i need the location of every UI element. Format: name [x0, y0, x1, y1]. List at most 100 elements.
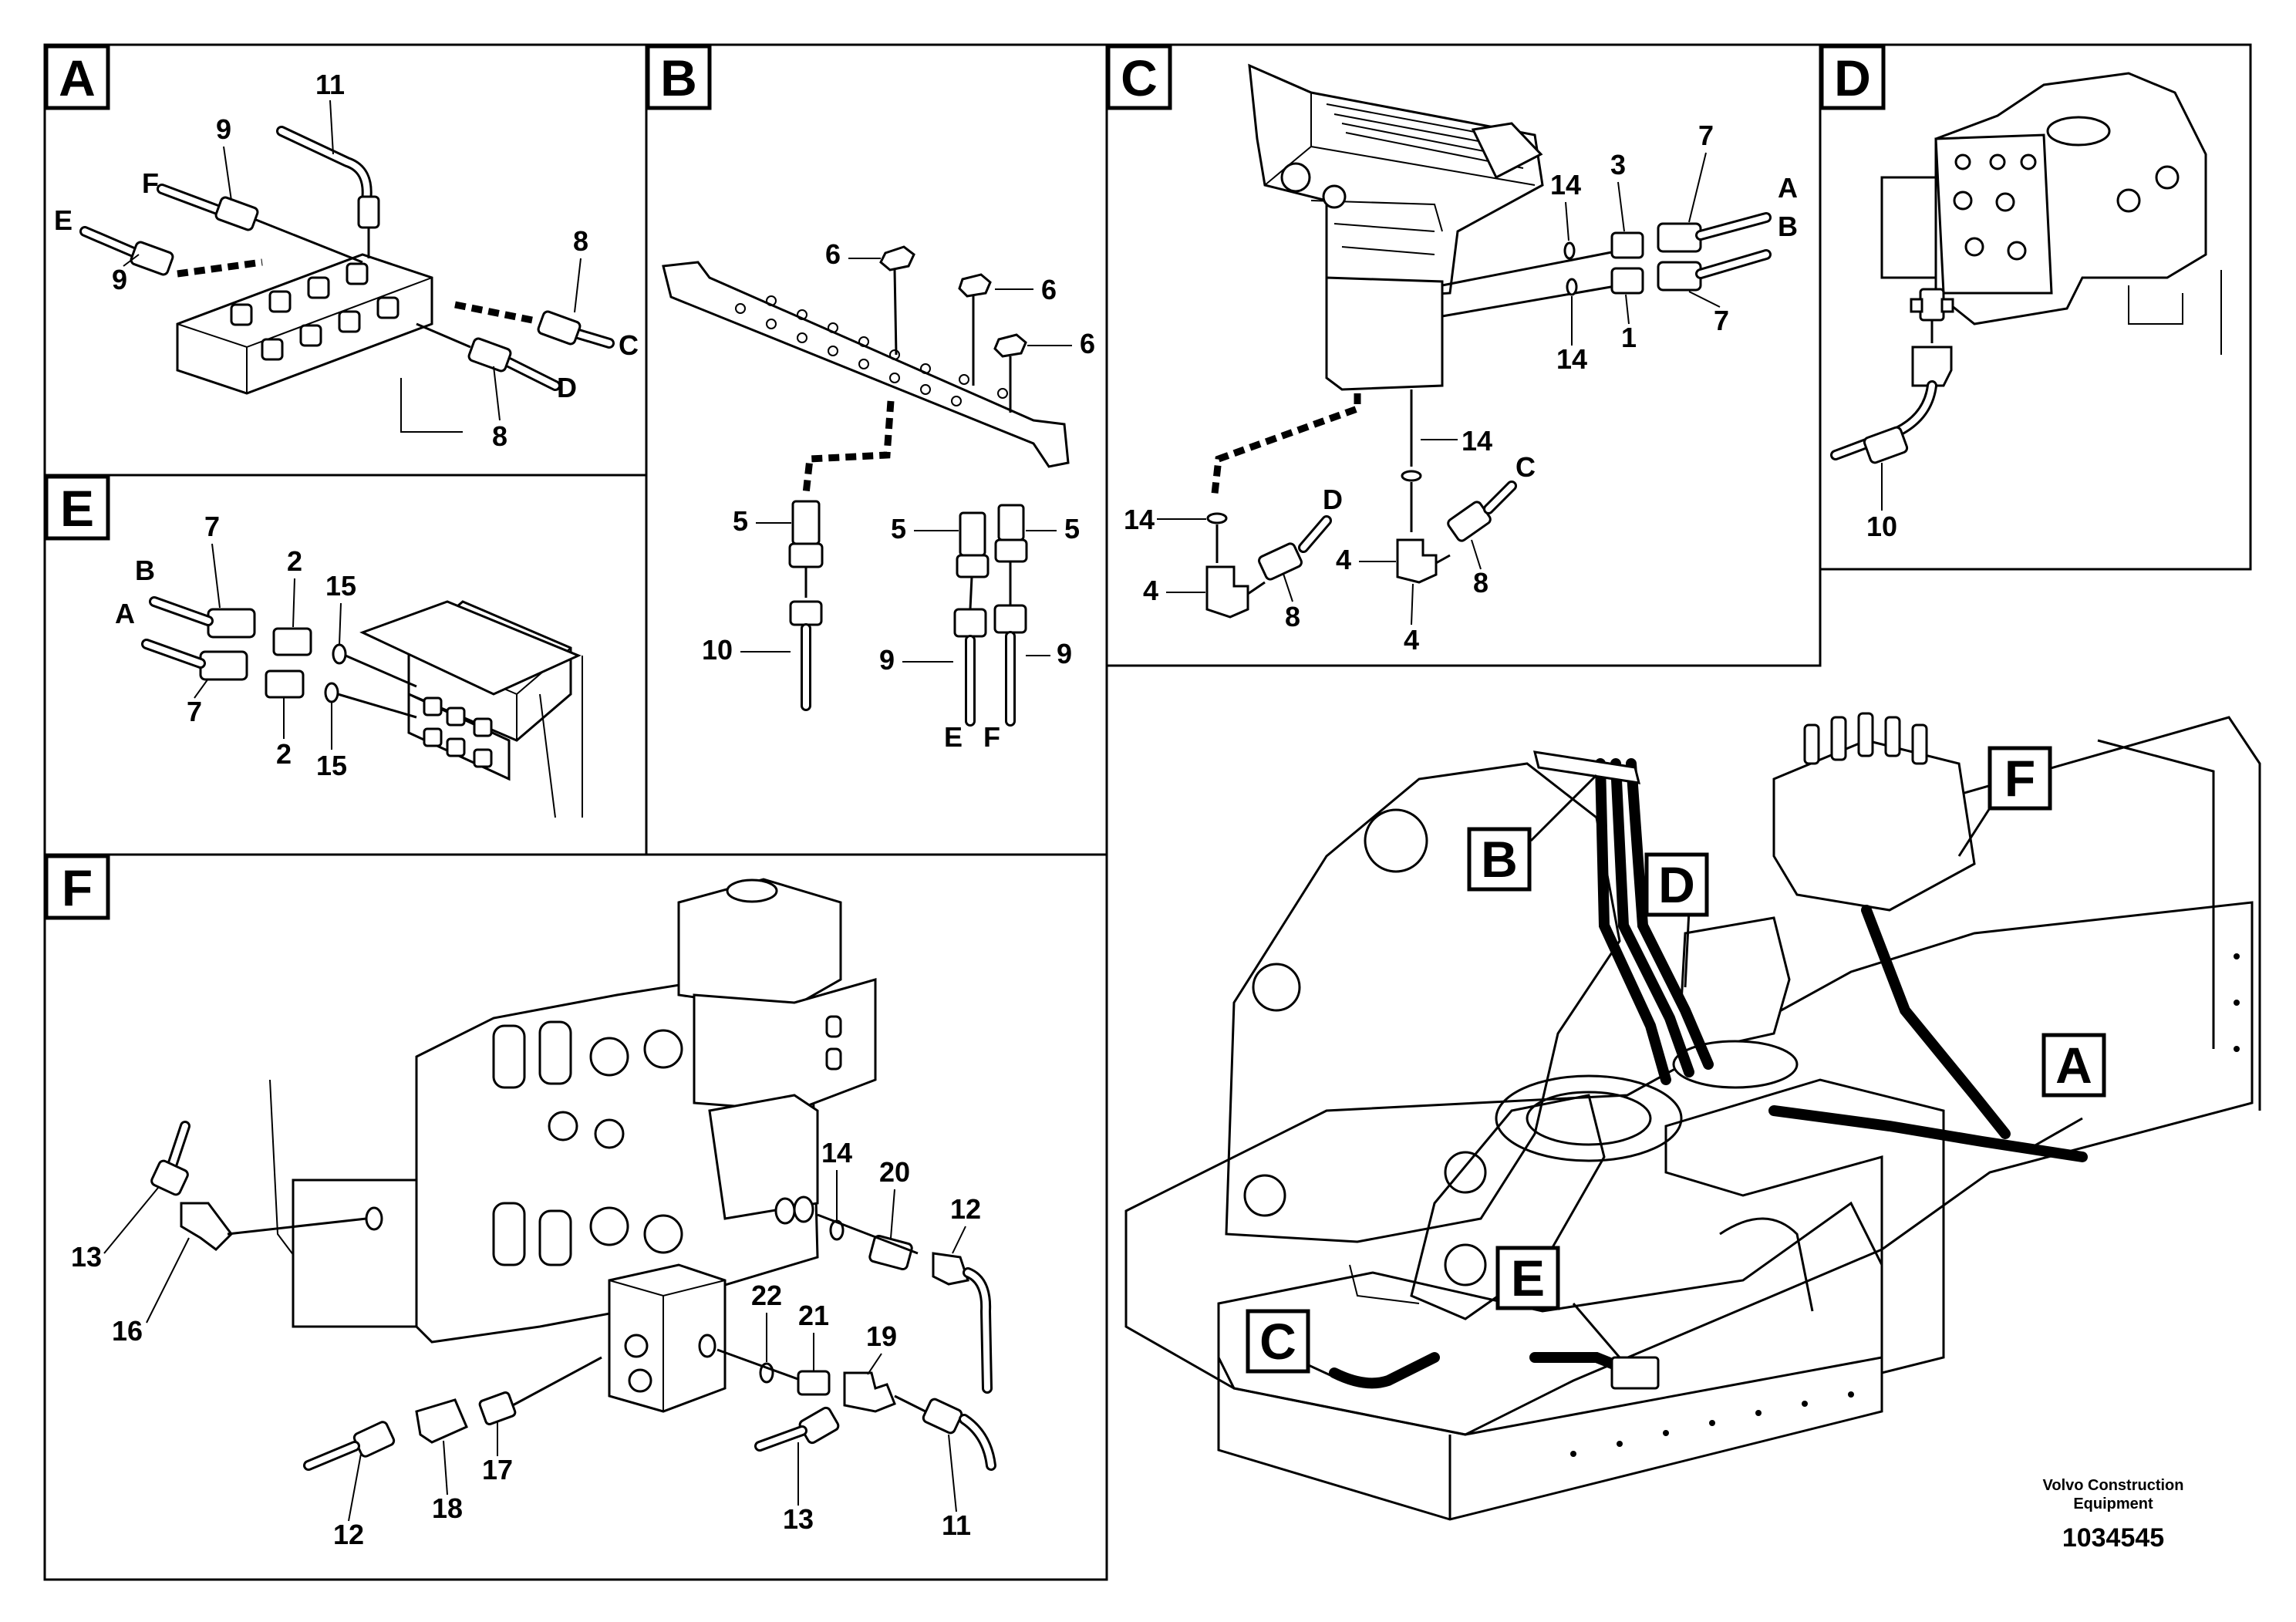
panel-tag-a-text: A — [59, 49, 96, 106]
panel-b-label-5a: 5 — [733, 505, 748, 537]
overview-callout-f-text: F — [2004, 750, 2035, 807]
panel-b-label-9a: 9 — [879, 644, 895, 676]
panel-d-labels: 10 — [1866, 463, 1897, 542]
panel-a-label-9-top: 9 — [216, 113, 231, 145]
panel-c-label-1: 1 — [1621, 322, 1637, 353]
panel-a-label-e: E — [54, 204, 72, 236]
panel-c-label-d: D — [1323, 484, 1343, 515]
overview-callout-a-text: A — [2055, 1037, 2092, 1094]
panel-tag-e-text: E — [60, 480, 94, 537]
panel-c-label-4b: 4 — [1336, 544, 1351, 575]
panel-f-label-21: 21 — [798, 1300, 829, 1331]
panel-tag-d: D — [1819, 44, 1886, 110]
panel-tag-e: E — [44, 474, 110, 541]
overview-callout-c: C — [1246, 1309, 1310, 1374]
overview-callout-f: F — [1988, 746, 2052, 811]
panel-d-drawing — [1830, 72, 2222, 464]
panel-frames — [43, 43, 2252, 1581]
panel-f-label-16: 16 — [112, 1315, 143, 1347]
panel-f-label-22: 22 — [751, 1280, 782, 1311]
overview-callout-e: E — [1495, 1246, 1560, 1310]
panel-c-label-14a: 14 — [1550, 169, 1581, 201]
panel-c-label-14b: 14 — [1556, 343, 1587, 375]
panel-tag-f-text: F — [62, 859, 93, 916]
panel-b-label-5b: 5 — [891, 513, 906, 545]
panel-c-label-b: B — [1778, 211, 1798, 242]
panel-c-labels: 14 3 7 A B 7 1 14 14 14 D C 4 8 4 8 4 — [1124, 120, 1798, 656]
footer-company-line2: Equipment — [2073, 1496, 2153, 1512]
panel-f-label-20: 20 — [879, 1156, 910, 1188]
panel-e-label-2a: 2 — [287, 545, 302, 577]
panel-d-label-10: 10 — [1866, 511, 1897, 542]
overview-callout-b: B — [1467, 827, 1532, 892]
panel-f-label-13b: 13 — [783, 1503, 814, 1535]
panel-tag-c-text: C — [1121, 49, 1158, 106]
panel-c-label-4a: 4 — [1143, 575, 1158, 606]
panel-c-label-7a: 7 — [1698, 120, 1714, 151]
panel-e-label-a: A — [115, 598, 135, 629]
panel-f-labels: 14 20 12 13 16 22 21 19 17 18 12 13 11 — [71, 1137, 981, 1550]
panel-a-drawing — [79, 126, 615, 433]
panel-tag-b: B — [646, 44, 712, 110]
panel-tag-a: A — [44, 44, 110, 110]
panel-f-label-12a: 12 — [950, 1193, 981, 1225]
panel-b-label-10: 10 — [702, 634, 733, 666]
panel-b-labels: 6 6 6 5 5 5 10 9 9 E F — [702, 238, 1095, 753]
panel-e-drawing — [141, 596, 583, 818]
panel-a-labels: 11 9 F E 9 8 C D 8 — [54, 69, 639, 452]
panel-tag-d-text: D — [1834, 49, 1871, 106]
panel-f-label-17: 17 — [482, 1454, 513, 1485]
panel-f-drawing — [150, 878, 996, 1471]
panel-f-label-11: 11 — [942, 1509, 971, 1541]
panel-c-label-8a: 8 — [1285, 601, 1300, 632]
panel-c-label-c: C — [1515, 451, 1536, 483]
panel-tag-c: C — [1106, 44, 1172, 110]
overview-callout-leaders — [1291, 774, 2083, 1382]
panel-a-label-d: D — [557, 372, 577, 403]
panel-f-label-14: 14 — [821, 1137, 852, 1168]
panel-e-label-2b: 2 — [276, 738, 292, 770]
footer-doc-number: 1034545 — [2062, 1523, 2164, 1553]
footer-company-line1: Volvo Construction — [2043, 1477, 2184, 1494]
panel-b-label-9b: 9 — [1057, 638, 1072, 669]
panel-b-label-f: F — [983, 721, 1000, 753]
panel-b-drawing — [662, 245, 1070, 727]
panel-b-label-6c: 6 — [1080, 328, 1095, 359]
panel-c-label-3: 3 — [1610, 149, 1626, 180]
panel-e-label-15b: 15 — [316, 750, 347, 781]
overview-callout-c-text: C — [1259, 1313, 1296, 1370]
panel-c-label-7b: 7 — [1714, 305, 1729, 336]
panel-a-label-9-bottom: 9 — [112, 264, 127, 295]
panel-f-label-12b: 12 — [333, 1519, 364, 1550]
panel-b-label-e: E — [944, 721, 963, 753]
overview-callout-a: A — [2041, 1033, 2106, 1098]
panel-b-label-5c: 5 — [1064, 513, 1080, 545]
panel-c-label-14d: 14 — [1124, 504, 1155, 535]
panel-a-label-11: 11 — [315, 69, 345, 100]
panel-e-label-15a: 15 — [325, 570, 356, 602]
panel-c-label-14c: 14 — [1462, 425, 1492, 457]
panel-c-label-8b: 8 — [1473, 567, 1489, 599]
panel-e-label-7b: 7 — [187, 696, 202, 727]
panel-f-label-19: 19 — [866, 1320, 897, 1352]
panel-b-label-6b: 6 — [1041, 274, 1057, 305]
overview-callout-b-text: B — [1481, 831, 1518, 888]
panel-f-label-18: 18 — [432, 1492, 463, 1524]
overview-callout-e-text: E — [1511, 1249, 1545, 1307]
panel-tag-f: F — [44, 854, 110, 920]
panel-a-label-8-top: 8 — [573, 225, 588, 257]
panel-tag-b-text: B — [660, 49, 697, 106]
panel-c-label-4c: 4 — [1404, 624, 1419, 656]
overview-machine-frame — [1124, 712, 2261, 1521]
panel-e-label-b: B — [135, 555, 155, 586]
panel-a-label-f: F — [142, 167, 159, 199]
panel-e-labels: 7 B 2 15 A 7 2 15 — [115, 511, 356, 781]
panel-b-label-6a: 6 — [825, 238, 841, 270]
overview-callout-d: D — [1644, 852, 1709, 917]
panel-a-label-c: C — [619, 329, 639, 361]
panel-f-label-13a: 13 — [71, 1241, 102, 1273]
panel-a-label-8-bottom: 8 — [492, 420, 507, 452]
panel-c-label-a: A — [1778, 172, 1798, 204]
overview-callout-d-text: D — [1658, 856, 1695, 913]
